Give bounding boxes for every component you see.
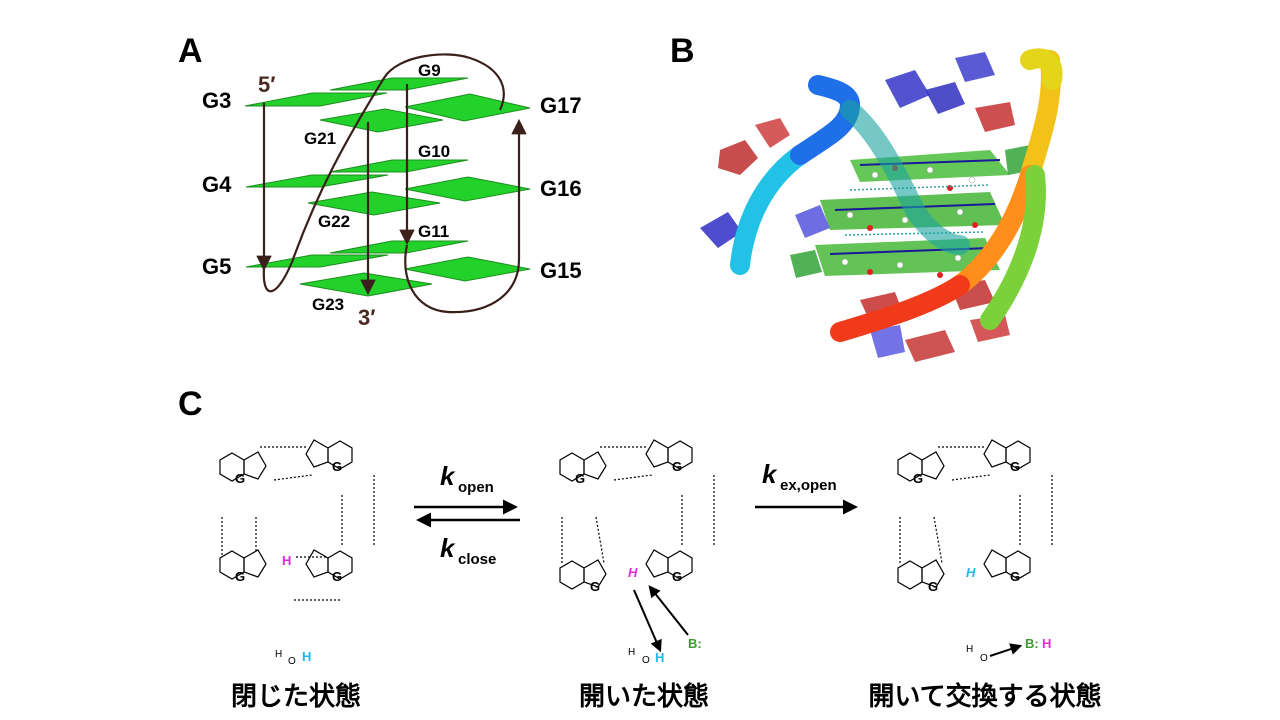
tetrad-closed: G G G G H <box>219 439 375 601</box>
label-5prime: 5′ <box>258 72 276 97</box>
k-ex-open-arrow: k ex,open <box>755 459 858 515</box>
base-letter: G <box>928 579 938 594</box>
tetrad-exchanged: G G G G H <box>897 439 1053 594</box>
water-open: H O H <box>628 647 664 666</box>
g-plane-g10 <box>329 159 469 173</box>
quadruplex-a-strands <box>256 53 527 314</box>
g-plane-g5 <box>245 254 389 268</box>
panel-a-letter: A <box>178 32 203 70</box>
svg-text:H: H <box>1042 636 1051 651</box>
svg-text:k: k <box>440 461 456 491</box>
label-g22: G22 <box>318 212 350 231</box>
base-letter: G <box>332 569 342 584</box>
caption-exchange-state: 開いて交換する状態 <box>868 682 1102 712</box>
svg-text:H: H <box>655 650 664 665</box>
label-g15: G15 <box>540 258 582 283</box>
label-g16: G16 <box>540 176 582 201</box>
tetrad-open: G G G G H <box>559 439 715 653</box>
base-letter: G <box>1010 459 1020 474</box>
label-g5: G5 <box>202 254 231 279</box>
svg-text:H: H <box>302 649 311 664</box>
bh-product: B: H <box>1025 636 1051 651</box>
svg-text:ex,open: ex,open <box>780 477 837 494</box>
svg-text:H: H <box>275 649 282 660</box>
k-close-arrow: k close <box>416 512 520 568</box>
imino-h-highlight: H <box>282 553 291 568</box>
g-plane-g11 <box>329 240 469 254</box>
label-g10: G10 <box>418 142 450 161</box>
label-g9: G9 <box>418 61 441 80</box>
base-letter: G <box>235 471 245 486</box>
svg-text:H: H <box>628 647 635 658</box>
svg-text:O: O <box>642 655 650 666</box>
svg-text:H: H <box>966 644 973 655</box>
label-3prime: 3′ <box>358 305 376 330</box>
base-letter: G <box>575 471 585 486</box>
caption-open-state: 開いた状態 <box>578 682 710 712</box>
label-g23: G23 <box>312 295 344 314</box>
g-plane-g15 <box>404 256 531 282</box>
base-letter: G <box>332 459 342 474</box>
caption-closed-state: 閉じた状態 <box>230 682 362 712</box>
base-b: B: <box>688 636 702 651</box>
svg-text:B:: B: <box>1025 636 1039 651</box>
backbone-tube <box>730 48 1063 342</box>
quadruplex-a-planes <box>244 77 531 297</box>
label-g4: G4 <box>202 172 232 197</box>
base-letter: G <box>672 569 682 584</box>
imino-h-exchanged: H <box>966 565 976 580</box>
panel-b-letter: B <box>670 32 695 70</box>
label-g3: G3 <box>202 88 231 113</box>
base-letter: G <box>1010 569 1020 584</box>
panel-c-letter: C <box>178 385 203 423</box>
water-exchanged: H O <box>966 643 1023 664</box>
label-g21: G21 <box>304 129 336 148</box>
g-plane-g9 <box>329 77 469 91</box>
g-plane-g23 <box>299 272 433 297</box>
svg-text:open: open <box>458 479 494 496</box>
base-letter: G <box>913 471 923 486</box>
k-open-arrow: k open <box>414 461 518 515</box>
svg-text:O: O <box>980 653 988 664</box>
label-g17: G17 <box>540 93 582 118</box>
label-g11: G11 <box>418 222 449 241</box>
g-plane-g16 <box>404 176 531 202</box>
quadruplex-3d-model <box>700 48 1063 362</box>
g-plane-g4 <box>245 174 389 188</box>
imino-h-highlight: H <box>628 565 638 580</box>
svg-text:close: close <box>458 551 496 568</box>
svg-text:k: k <box>762 459 778 489</box>
base-letter: G <box>235 569 245 584</box>
g-plane-g21 <box>319 108 444 133</box>
svg-text:O: O <box>288 656 296 667</box>
g-plane-g17 <box>404 93 531 122</box>
loop-bases <box>700 52 1035 362</box>
water-closed: H O H <box>275 649 311 667</box>
quadruplex-a-labels: G3 G4 G5 G9 G10 G11 G15 G16 G17 G21 G22 … <box>202 61 582 330</box>
base-letter: G <box>590 579 600 594</box>
svg-text:k: k <box>440 533 456 563</box>
g-plane-g3 <box>244 92 388 107</box>
base-letter: G <box>672 459 682 474</box>
